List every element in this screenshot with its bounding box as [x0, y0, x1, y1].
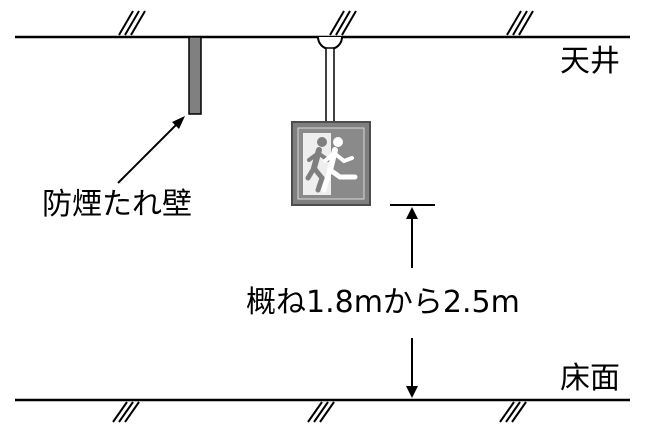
- smoke-barrier-wall: [188, 36, 202, 115]
- smoke-wall-leader-arrowhead: [172, 116, 185, 129]
- height-range-label: 概ね1.8mから2.5m: [246, 285, 520, 320]
- ceiling-mount: [317, 36, 343, 50]
- ceiling-label: 天井: [560, 44, 620, 79]
- smoke-wall-label: 防煙たれ壁: [42, 187, 192, 222]
- hanging-rod: [325, 47, 335, 123]
- height-upper-arrowhead: [406, 207, 418, 219]
- ceiling-hatch: [118, 10, 534, 36]
- floor-hatch: [112, 401, 527, 423]
- smoke-wall-leader-line: [117, 120, 181, 184]
- exit-sign: [291, 121, 371, 206]
- height-lower-arrowhead: [406, 386, 418, 398]
- floor-label: 床面: [560, 361, 620, 396]
